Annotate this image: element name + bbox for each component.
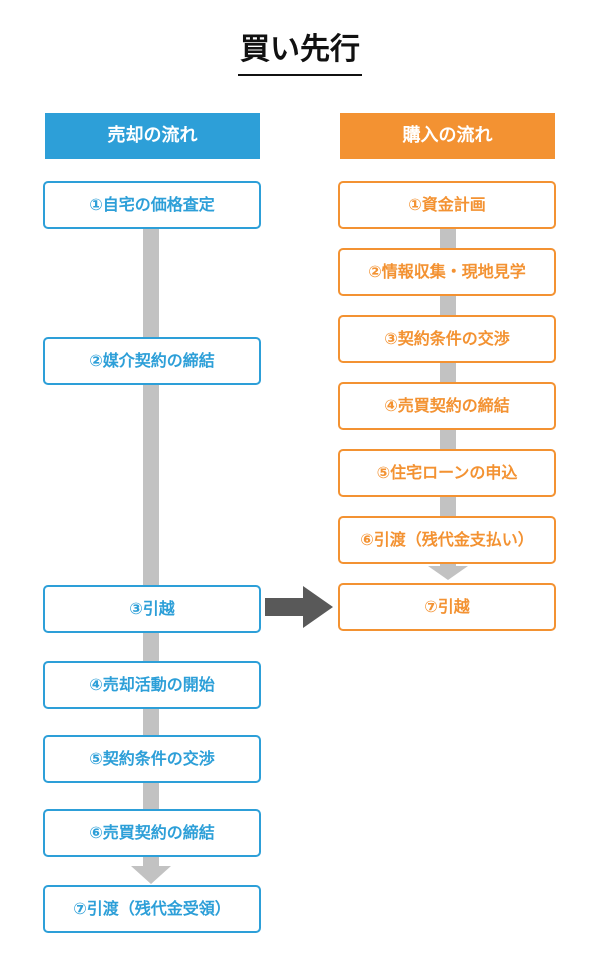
sell-flow-connector bbox=[143, 229, 159, 869]
sell-step-4: ④売却活動の開始 bbox=[43, 661, 261, 709]
sell-step-7: ⑦引渡（残代金受領） bbox=[43, 885, 261, 933]
transfer-arrow-icon bbox=[265, 586, 333, 628]
sell-step-5: ⑤契約条件の交渉 bbox=[43, 735, 261, 783]
sell-step-3: ③引越 bbox=[43, 585, 261, 633]
buy-step-3: ③契約条件の交渉 bbox=[338, 315, 556, 363]
buy-step-4: ④売買契約の締結 bbox=[338, 382, 556, 430]
buy-flow-header: 購入の流れ bbox=[340, 113, 555, 159]
buy-step-2: ②情報収集・現地見学 bbox=[338, 248, 556, 296]
sell-flow-header: 売却の流れ bbox=[45, 113, 260, 159]
sell-step-2: ②媒介契約の締結 bbox=[43, 337, 261, 385]
sell-step-1: ①自宅の価格査定 bbox=[43, 181, 261, 229]
buy-step-1: ①資金計画 bbox=[338, 181, 556, 229]
sell-flow-arrowhead-icon bbox=[131, 866, 171, 884]
page-title: 買い先行 bbox=[0, 30, 600, 76]
buy-step-7: ⑦引越 bbox=[338, 583, 556, 631]
buy-flow-arrowhead-icon bbox=[428, 566, 468, 580]
buy-step-5: ⑤住宅ローンの申込 bbox=[338, 449, 556, 497]
buy-step-6: ⑥引渡（残代金支払い） bbox=[338, 516, 556, 564]
sell-step-6: ⑥売買契約の締結 bbox=[43, 809, 261, 857]
